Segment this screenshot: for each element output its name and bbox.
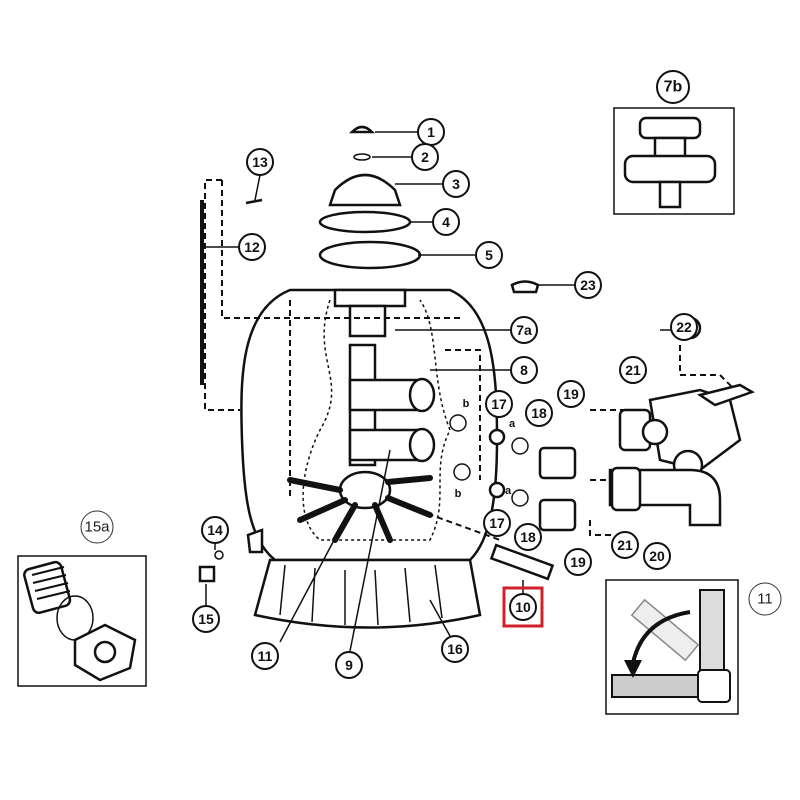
- svg-text:17: 17: [489, 515, 505, 531]
- svg-text:12: 12: [244, 239, 260, 255]
- callout-21-bottom: 21: [611, 531, 639, 559]
- callout-14: 14: [201, 516, 229, 544]
- label-a-bottom: a: [505, 485, 512, 497]
- svg-text:2: 2: [421, 149, 429, 165]
- svg-text:16: 16: [447, 641, 463, 657]
- callout-2: 2: [411, 143, 439, 171]
- filter-tank: [240, 288, 499, 629]
- svg-text:19: 19: [570, 554, 586, 570]
- callout-17-top: 17: [485, 390, 513, 418]
- svg-text:19: 19: [563, 386, 579, 402]
- union-top: [538, 446, 577, 480]
- callout-15: 15: [192, 605, 220, 633]
- highlight-box: [502, 586, 544, 628]
- inset-11: 11: [605, 579, 782, 715]
- callout-18-bottom: 18: [514, 523, 542, 551]
- tank-base: [253, 558, 482, 629]
- union-bottom: [538, 498, 577, 532]
- part-23: [510, 280, 540, 294]
- top-parts: [200, 125, 540, 385]
- svg-text:23: 23: [580, 277, 596, 293]
- svg-text:13: 13: [252, 154, 268, 170]
- callout-3: 3: [442, 170, 470, 198]
- label-b-top: b: [463, 398, 470, 410]
- callout-10[interactable]: 10: [502, 586, 544, 628]
- svg-text:18: 18: [520, 529, 536, 545]
- multiport-valve: [608, 316, 755, 527]
- svg-text:21: 21: [617, 537, 633, 553]
- part-4-ring: [318, 210, 412, 234]
- diffuser-collar: [333, 288, 407, 308]
- callout-20: 20: [643, 542, 671, 570]
- svg-text:7a: 7a: [516, 322, 532, 338]
- svg-text:15: 15: [198, 611, 214, 627]
- callout-19-top: 19: [557, 380, 585, 408]
- part-5-clamp: [318, 240, 422, 270]
- callout-8: 8: [510, 356, 538, 384]
- callout-9: 9: [335, 651, 363, 679]
- inset-15a: 15a: [17, 510, 147, 687]
- svg-text:3: 3: [452, 176, 460, 192]
- svg-text:4: 4: [442, 214, 450, 230]
- svg-text:21: 21: [625, 362, 641, 378]
- svg-text:5: 5: [485, 247, 493, 263]
- svg-text:14: 14: [207, 522, 223, 538]
- callout-7a: 7a: [510, 316, 538, 344]
- svg-text:15a: 15a: [84, 519, 110, 536]
- svg-text:7b: 7b: [664, 79, 683, 96]
- svg-text:11: 11: [757, 591, 773, 608]
- callout-1: 1: [417, 118, 445, 146]
- callout-23: 23: [574, 271, 602, 299]
- part-10-lateral: [489, 543, 555, 581]
- part-3-lid: [328, 173, 402, 207]
- callout-19-bottom: 19: [564, 548, 592, 576]
- callout-4: 4: [432, 208, 460, 236]
- label-a-top: a: [509, 418, 516, 430]
- svg-text:20: 20: [649, 548, 665, 564]
- callout-18-top: 18: [525, 399, 553, 427]
- svg-text:17: 17: [491, 396, 507, 412]
- part-2-oring: [353, 153, 371, 161]
- svg-text:8: 8: [520, 362, 528, 378]
- callout-16: 16: [441, 635, 469, 663]
- callout-21-top: 21: [619, 356, 647, 384]
- inset-7b: 7b: [613, 70, 735, 215]
- label-b-bottom: b: [455, 488, 462, 500]
- callout-12: 12: [238, 233, 266, 261]
- callouts: 1 2 3 4 5 13 12 23 7a 22 8 21 17 18 19 1…: [192, 118, 698, 679]
- svg-text:22: 22: [676, 319, 692, 335]
- svg-text:11: 11: [258, 648, 273, 664]
- part-13-screw: [245, 198, 263, 205]
- svg-text:9: 9: [345, 657, 353, 673]
- callout-5: 5: [475, 241, 503, 269]
- svg-text:18: 18: [531, 405, 547, 421]
- part-15-plug: [198, 565, 216, 583]
- svg-text:1: 1: [427, 124, 435, 140]
- callout-22: 22: [670, 313, 698, 341]
- callout-17-bottom: 17: [483, 509, 511, 537]
- callout-13: 13: [246, 148, 274, 176]
- callout-11: 11: [251, 642, 279, 670]
- svg-text:10: 10: [515, 599, 531, 615]
- part-1-knob: [348, 125, 376, 134]
- side-fittings: [198, 414, 577, 583]
